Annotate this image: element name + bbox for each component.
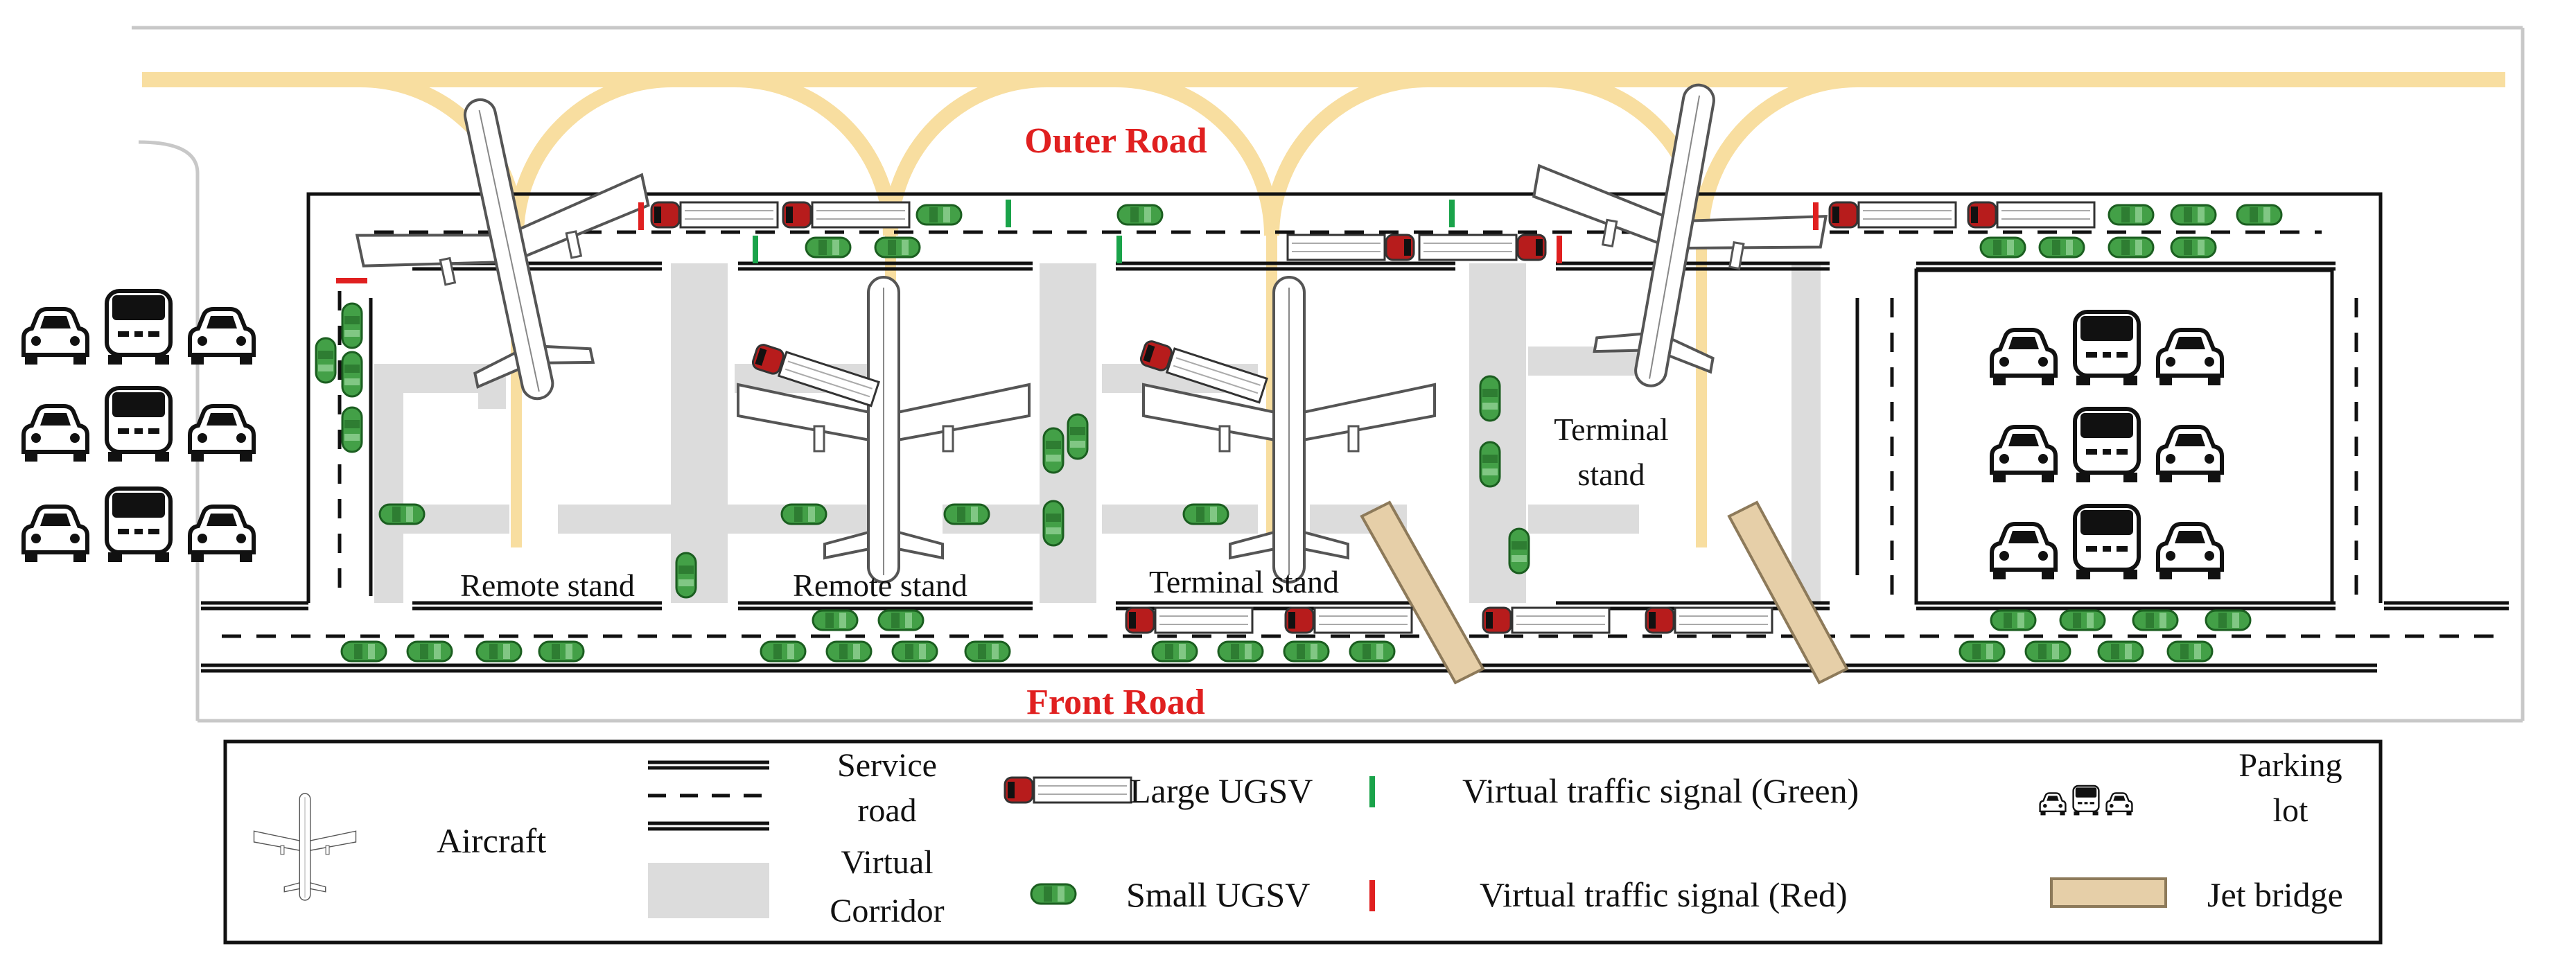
small-ugsv-icon	[341, 351, 363, 398]
small-ugsv-icon	[780, 503, 827, 525]
small-ugsv-icon	[2024, 640, 2071, 663]
small-ugsv-icon	[760, 640, 807, 663]
small-ugsv-icon	[341, 406, 363, 453]
small-ugsv-icon	[825, 640, 873, 663]
large-ugsv-icon	[1004, 776, 1132, 804]
small-ugsv-icon	[341, 302, 363, 349]
large-ugsv-icon	[1967, 201, 2096, 229]
large-ugsv-icon	[1482, 606, 1611, 634]
aircraft-icon	[737, 276, 1031, 584]
terminal-stand-label: Terminal stand	[1149, 564, 1339, 599]
parking-lot-left	[24, 291, 254, 562]
legend-small-ugsv-label: Small UGSV	[1126, 875, 1310, 914]
legend-virtual-corridor-label: Virtual	[841, 844, 933, 881]
small-ugsv-icon	[2108, 204, 2155, 226]
jet-bridges	[1360, 500, 1849, 685]
terminal-stand-label: stand	[1577, 457, 1645, 492]
terminal-stand-label: Terminal	[1554, 412, 1668, 447]
small-ugsv-icon	[2170, 236, 2217, 258]
small-ugsv-icon	[2236, 204, 2283, 226]
small-ugsv-icon	[2170, 204, 2217, 226]
legend-jet-bridge-label: Jet bridge	[2207, 875, 2343, 914]
airport-boundary	[132, 26, 2525, 723]
small-ugsv-icon	[805, 236, 852, 258]
small-ugsv-icon	[2108, 236, 2155, 258]
service-roads	[201, 192, 2509, 673]
remote-stand-label: Remote stand	[793, 568, 967, 603]
large-ugsv-icon	[1286, 234, 1415, 261]
small-ugsv-icon	[340, 640, 387, 663]
small-ugsv-icon	[1030, 883, 1077, 905]
parking-lot-right	[1992, 312, 2222, 579]
legend-parking-lot-label: Parking	[2238, 747, 2342, 784]
small-ugsv-icon	[874, 236, 921, 258]
small-ugsv-icon	[1042, 500, 1064, 547]
small-ugsv-icon	[1479, 441, 1501, 488]
small-ugsv-icon	[2166, 640, 2214, 663]
large-ugsv-icon	[782, 201, 911, 229]
legend-signal-green-label: Virtual traffic signal (Green)	[1462, 771, 1859, 810]
small-ugsv-icon	[2038, 236, 2085, 258]
small-ugsv-icon	[1979, 236, 2026, 258]
remote-stand-label: Remote stand	[460, 568, 635, 603]
small-ugsv-icon	[943, 503, 990, 525]
small-ugsv-icon	[1508, 527, 1530, 575]
small-ugsv-icon	[1959, 640, 2006, 663]
outer-road-label: Outer Road	[1024, 121, 1207, 161]
small-ugsv-icon	[538, 640, 585, 663]
legend-virtual-corridor-label: Corridor	[830, 893, 944, 929]
small-ugsv-icon	[2132, 609, 2179, 631]
legend-parking-lot-label: lot	[2273, 792, 2308, 829]
small-ugsv-icon	[1067, 413, 1089, 460]
jet-bridge-1	[1360, 500, 1485, 685]
small-ugsv-icon	[2097, 640, 2144, 663]
legend-aircraft-label: Aircraft	[437, 821, 546, 860]
small-ugsv-icon	[964, 640, 1011, 663]
legend-service-road-label: Service	[837, 747, 937, 784]
large-ugsv-icon	[1645, 606, 1773, 634]
small-ugsv-icon	[1283, 640, 1330, 663]
jet-bridge-2	[1727, 500, 1849, 685]
large-ugsv-icon	[1828, 201, 1957, 229]
legend-box	[223, 739, 2383, 945]
legend-service-road-label: road	[857, 792, 916, 829]
small-ugsv-icon	[1042, 427, 1064, 474]
legend-large-ugsv-label: Large UGSV	[1130, 771, 1313, 810]
large-ugsv-icon	[1125, 606, 1254, 634]
legend-signal-red-label: Virtual traffic signal (Red)	[1480, 875, 1848, 914]
front-road-label: Front Road	[1026, 683, 1205, 722]
small-ugsv-icon	[378, 503, 426, 525]
small-ugsv-icon	[2205, 609, 2252, 631]
small-ugsv-icon	[1990, 609, 2037, 631]
small-ugsv-icon	[675, 552, 697, 599]
virtual-corridor-icon	[648, 863, 769, 918]
service-road-icon	[648, 760, 769, 831]
large-ugsv-icon	[1418, 234, 1547, 261]
large-ugsv-icon	[1284, 606, 1413, 634]
small-ugsv-icon	[475, 640, 523, 663]
small-ugsv-icon	[1151, 640, 1198, 663]
small-ugsv-icon	[1182, 503, 1229, 525]
traffic-signals	[336, 200, 1819, 283]
small-ugsv-icon	[1479, 375, 1501, 422]
legend: Aircraft Service road Virtual Corridor L…	[223, 739, 2383, 945]
small-ugsv-icon	[406, 640, 453, 663]
small-ugsv-icon	[877, 609, 925, 631]
taxiway	[142, 72, 2505, 547]
small-ugsv-icon	[315, 337, 337, 384]
small-ugsv-icon	[891, 640, 938, 663]
jet-bridge-icon	[2050, 877, 2167, 908]
small-ugsv-icon	[1116, 204, 1164, 226]
small-ugsv-icon	[915, 204, 963, 226]
large-ugsv-icon	[650, 201, 779, 229]
small-ugsv-icon	[812, 609, 859, 631]
small-ugsv-icon	[1349, 640, 1396, 663]
small-ugsv-icon	[1217, 640, 1264, 663]
small-ugsv-icon	[2059, 609, 2106, 631]
